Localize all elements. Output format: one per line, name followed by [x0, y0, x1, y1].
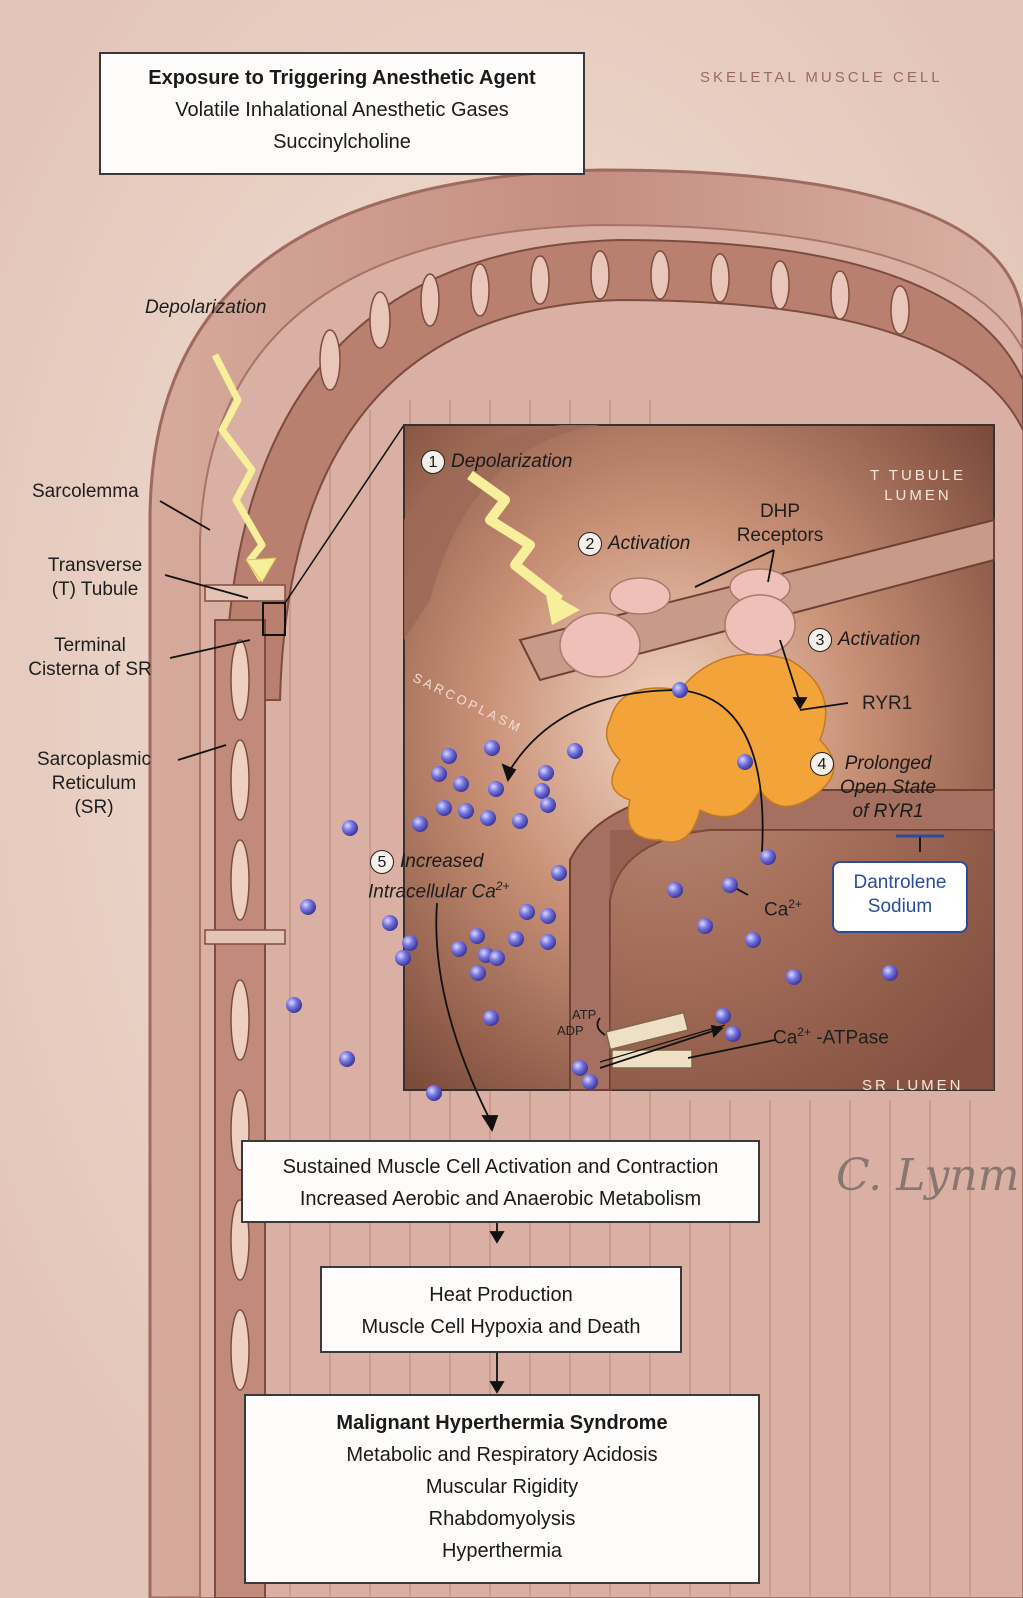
flow-box-1: Sustained Muscle Cell Activation and Con…: [241, 1140, 760, 1223]
step-1-text: Depolarization: [451, 450, 572, 474]
step-5: 5 Increased: [370, 850, 483, 874]
flow-box-3-line-2: Muscular Rigidity: [246, 1471, 758, 1503]
step-5-line-1: Increased: [400, 850, 483, 874]
flow-box-3-line-4: Hyperthermia: [246, 1535, 758, 1567]
flow-box-1-line-2: Increased Aerobic and Anaerobic Metaboli…: [243, 1183, 758, 1215]
dantrolene-line-1: Dantrolene: [834, 871, 966, 895]
step-4-text: Prolonged Open State of RYR1: [840, 752, 936, 824]
dhp-line-1: DHP: [720, 500, 840, 524]
terminal-cisterna-line-1: Terminal: [10, 634, 170, 658]
ca-sup: 2+: [788, 897, 802, 911]
depolarization-label: Depolarization: [145, 296, 266, 320]
step-5-sup: 2+: [496, 879, 510, 893]
ryr1-label: RYR1: [862, 692, 912, 716]
t-tubule-line-2: (T) Tubule: [30, 578, 160, 602]
skeletal-cell-label: SKELETAL MUSCLE CELL: [700, 68, 943, 88]
trigger-line-1: Volatile Inhalational Anesthetic Gases: [101, 94, 583, 126]
flow-box-3-line-3: Rhabdomyolysis: [246, 1503, 758, 1535]
flow-box-2-line-2: Muscle Cell Hypoxia and Death: [322, 1311, 680, 1343]
ca-atpase-label: Ca2+ -ATPase: [773, 1020, 889, 1050]
step-1-number: 1: [421, 450, 445, 474]
t-tubule-lumen-line-1: T TUBULE: [870, 466, 966, 486]
sr-line-1: Sarcoplasmic: [14, 748, 174, 772]
flow-box-3: Malignant Hyperthermia Syndrome Metaboli…: [244, 1394, 760, 1584]
dhp-receptors-label: DHP Receptors: [720, 500, 840, 548]
terminal-cisterna-line-2: Cisterna of SR: [10, 658, 170, 682]
step-5-line-2: Intracellular Ca: [368, 881, 496, 902]
flow-box-1-line-1: Sustained Muscle Cell Activation and Con…: [243, 1151, 758, 1183]
step-4-line-3: of RYR1: [840, 800, 936, 824]
flow-box-3-line-1: Metabolic and Respiratory Acidosis: [246, 1439, 758, 1471]
sr-label: Sarcoplasmic Reticulum (SR): [14, 748, 174, 820]
adp-label: ADP: [557, 1023, 584, 1038]
step-4: 4 Prolonged Open State of RYR1: [810, 752, 936, 824]
t-tubule-label: Transverse (T) Tubule: [30, 554, 160, 602]
atp-label: ATP: [572, 1007, 596, 1022]
step-2-text: Activation: [608, 532, 690, 556]
step-3-number: 3: [808, 628, 832, 652]
step-1: 1 Depolarization: [421, 450, 572, 474]
t-tubule-lumen-label: T TUBULE LUMEN: [870, 466, 966, 506]
step-2: 2 Activation: [578, 532, 690, 556]
sr-line-2: Reticulum: [14, 772, 174, 796]
step-5-text: Increased: [400, 850, 483, 874]
sr-line-3: (SR): [14, 796, 174, 820]
t-tubule-line-1: Transverse: [30, 554, 160, 578]
ca-atpase-prefix: Ca: [773, 1027, 797, 1048]
ca-text: Ca: [764, 899, 788, 920]
step-4-line-1: Prolonged: [840, 752, 936, 776]
dhp-line-2: Receptors: [720, 524, 840, 548]
sr-lumen-label: SR LUMEN: [862, 1076, 964, 1096]
dantrolene-line-2: Sodium: [834, 895, 966, 919]
step-4-number: 4: [810, 752, 834, 776]
t-tubule-band: [205, 585, 285, 601]
t-tubule-lumen-line-2: LUMEN: [870, 486, 966, 506]
step-3: 3 Activation: [808, 628, 920, 652]
sarcolemma-label: Sarcolemma: [32, 480, 139, 504]
ca-atpase-suffix: -ATPase: [811, 1027, 889, 1048]
artist-signature: C. Lynm: [836, 1150, 1019, 1201]
ca-label: Ca2+: [764, 892, 802, 922]
terminal-cisterna-label: Terminal Cisterna of SR: [10, 634, 170, 682]
flow-box-2: Heat Production Muscle Cell Hypoxia and …: [320, 1266, 682, 1353]
step-5-number: 5: [370, 850, 394, 874]
trigger-box: Exposure to Triggering Anesthetic Agent …: [99, 52, 585, 175]
dantrolene-box: Dantrolene Sodium: [832, 861, 968, 933]
t-tubule-band-lower: [205, 930, 285, 944]
trigger-title: Exposure to Triggering Anesthetic Agent: [101, 62, 583, 94]
flow-box-3-title: Malignant Hyperthermia Syndrome: [246, 1407, 758, 1439]
step-3-text: Activation: [838, 628, 920, 652]
step-4-line-2: Open State: [840, 776, 936, 800]
flow-box-2-line-1: Heat Production: [322, 1279, 680, 1311]
step-2-number: 2: [578, 532, 602, 556]
step-5-line-2-wrap: Intracellular Ca2+: [368, 874, 509, 904]
trigger-line-2: Succinylcholine: [101, 126, 583, 158]
ca-atpase-sup: 2+: [797, 1025, 811, 1039]
